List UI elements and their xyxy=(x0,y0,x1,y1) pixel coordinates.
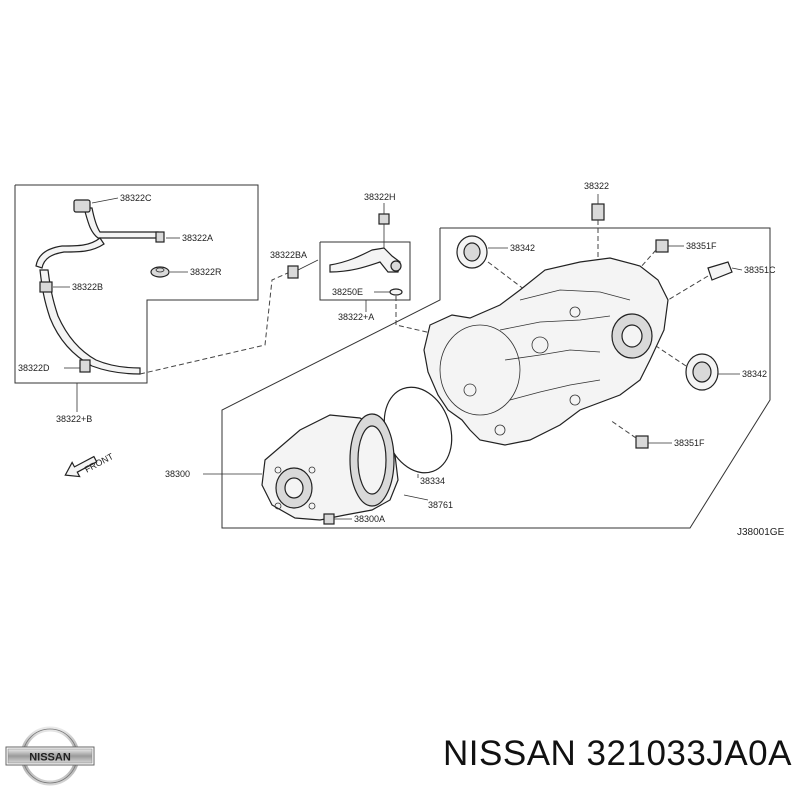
label-38351F-top: 38351F xyxy=(686,241,717,251)
label-38322plusB: 38322+B xyxy=(56,414,92,424)
label-38322BA: 38322BA xyxy=(270,250,307,260)
label-38351C: 38351C xyxy=(744,265,776,275)
label-38342-right: 38342 xyxy=(742,369,767,379)
brand-row: NISSAN NISSAN 321033JA0A xyxy=(0,720,800,790)
plug-38351F-top xyxy=(655,239,669,253)
nissan-logo-text: NISSAN xyxy=(29,752,71,764)
hose-upper xyxy=(83,207,159,239)
bolt-38322H xyxy=(378,213,390,225)
breather-hose-group: 38322C 38322A 38322R 38322B 38322D 38322… xyxy=(14,184,259,424)
front-arrow-icon xyxy=(64,455,98,478)
label-38334: 38334 xyxy=(420,476,445,486)
breather-hose-box xyxy=(14,184,259,384)
label-38342-top: 38342 xyxy=(510,243,535,253)
differential-housing xyxy=(423,257,669,446)
label-38322R: 38322R xyxy=(190,267,222,277)
clip-38322A xyxy=(155,231,165,243)
label-38351F-bottom: 38351F xyxy=(674,438,705,448)
breather-cap xyxy=(390,260,402,272)
hose-lower xyxy=(39,269,141,375)
fitting-38322BA xyxy=(287,265,299,279)
clip-38322D xyxy=(79,359,91,373)
clip-38322C xyxy=(73,199,91,213)
connector-dash-2 xyxy=(395,296,441,336)
label-38300A: 38300A xyxy=(354,514,385,524)
part-title: NISSAN 321033JA0A xyxy=(443,734,792,773)
front-arrow: FRONT xyxy=(64,451,116,478)
plug-38351F-bottom xyxy=(635,435,649,449)
label-38322H: 38322H xyxy=(364,192,396,202)
breather-tube xyxy=(329,247,401,273)
breather-box xyxy=(319,241,411,301)
plug-38322 xyxy=(591,203,605,221)
label-38322D: 38322D xyxy=(18,363,50,373)
label-38761: 38761 xyxy=(428,500,453,510)
housing-face xyxy=(439,324,521,416)
bolt-38300A xyxy=(323,513,335,525)
label-38322plusA: 38322+A xyxy=(338,312,374,322)
diagram-ref-code: J38001GE xyxy=(737,527,785,538)
label-38300: 38300 xyxy=(165,469,190,479)
label-front: FRONT xyxy=(83,451,116,475)
connector-dash-1 xyxy=(139,271,291,375)
label-38322A: 38322A xyxy=(182,233,213,243)
clip-38322B xyxy=(39,281,53,293)
label-38322: 38322 xyxy=(584,181,609,191)
label-38250E: 38250E xyxy=(332,287,363,297)
oring-38250E xyxy=(389,288,403,296)
label-38322C: 38322C xyxy=(120,193,152,203)
differential-box xyxy=(221,227,771,529)
hose-mid xyxy=(35,237,105,269)
breather-group: 38322H 38322BA 38250E 38322+A xyxy=(270,192,411,322)
nissan-logo-icon: NISSAN xyxy=(5,726,95,786)
label-38322B: 38322B xyxy=(72,282,103,292)
differential-group: 38322 38342 38351F 38351C 38342 38351F 3… xyxy=(165,181,776,529)
stud-38351C xyxy=(707,261,733,281)
